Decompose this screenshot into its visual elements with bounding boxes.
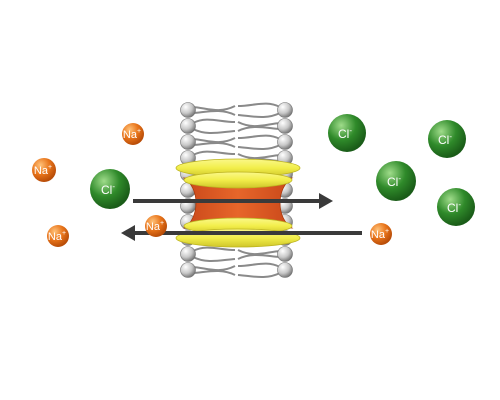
ions-group: Na+ Na+ Na+ Na+ Na+ Cl- Cl- Cl- Cl- Cl-: [32, 114, 475, 247]
sodium-ion: Na+: [32, 158, 56, 182]
transport-arrows: [121, 193, 362, 241]
lipid-tail: [237, 262, 281, 268]
lipid-tail: [192, 110, 236, 116]
chloride-ion: Cl-: [90, 169, 130, 209]
ion-label: Cl-: [387, 174, 401, 189]
sodium-ion: Na+: [122, 123, 144, 145]
ion-label: Na+: [123, 128, 141, 141]
ion-label: Na+: [48, 230, 66, 243]
lipid-tail: [237, 153, 281, 160]
lipid-tail: [192, 105, 236, 112]
chloride-ion: Cl-: [328, 114, 366, 152]
lipid-tail: [192, 256, 236, 262]
ion-label: Cl-: [447, 200, 461, 215]
lipid-tail: [192, 270, 236, 276]
ion-label: Cl-: [101, 182, 115, 197]
lipid-tail: [192, 118, 236, 124]
lipid-tail: [192, 150, 236, 156]
ion-label: Na+: [146, 220, 164, 233]
lipid-head: [180, 134, 196, 150]
lipid-tail: [237, 249, 281, 256]
lipid-tail: [237, 134, 281, 140]
lipid-head: [277, 262, 293, 278]
lipid-tail: [237, 272, 281, 278]
lipid-head: [180, 262, 196, 278]
sodium-ion: Na+: [370, 223, 392, 245]
lipid-tail: [237, 112, 281, 118]
lipid-head: [277, 246, 293, 262]
ion-label: Na+: [34, 164, 52, 177]
chloride-ion: Cl-: [437, 188, 475, 226]
lipid-tail: [237, 121, 281, 128]
lipid-head: [180, 102, 196, 118]
sodium-ion: Na+: [47, 225, 69, 247]
lipid-head: [277, 118, 293, 134]
lipid-tail: [237, 254, 281, 260]
lipid-head: [180, 118, 196, 134]
ion-label: Cl-: [438, 132, 452, 147]
lipid-head: [180, 246, 196, 262]
lipid-tail: [192, 137, 236, 144]
lipid-tail: [237, 102, 281, 108]
lipid-head: [277, 134, 293, 150]
lipid-tail: [192, 128, 236, 134]
lipid-tail: [192, 142, 236, 148]
lipid-tail: [237, 144, 281, 150]
lipid-tail: [237, 126, 281, 132]
lipid-tail: [192, 265, 236, 272]
lipid-head: [277, 102, 293, 118]
lipid-tail: [192, 246, 236, 252]
channel-ring-top-inner: [183, 171, 293, 189]
chloride-ion: Cl-: [376, 161, 416, 201]
ion-label: Cl-: [338, 126, 352, 141]
arrow-left: [121, 225, 362, 241]
sodium-ion: Na+: [145, 215, 167, 237]
ion-label: Na+: [371, 228, 389, 241]
chloride-ion: Cl-: [428, 120, 466, 158]
arrow-right: [133, 193, 333, 209]
